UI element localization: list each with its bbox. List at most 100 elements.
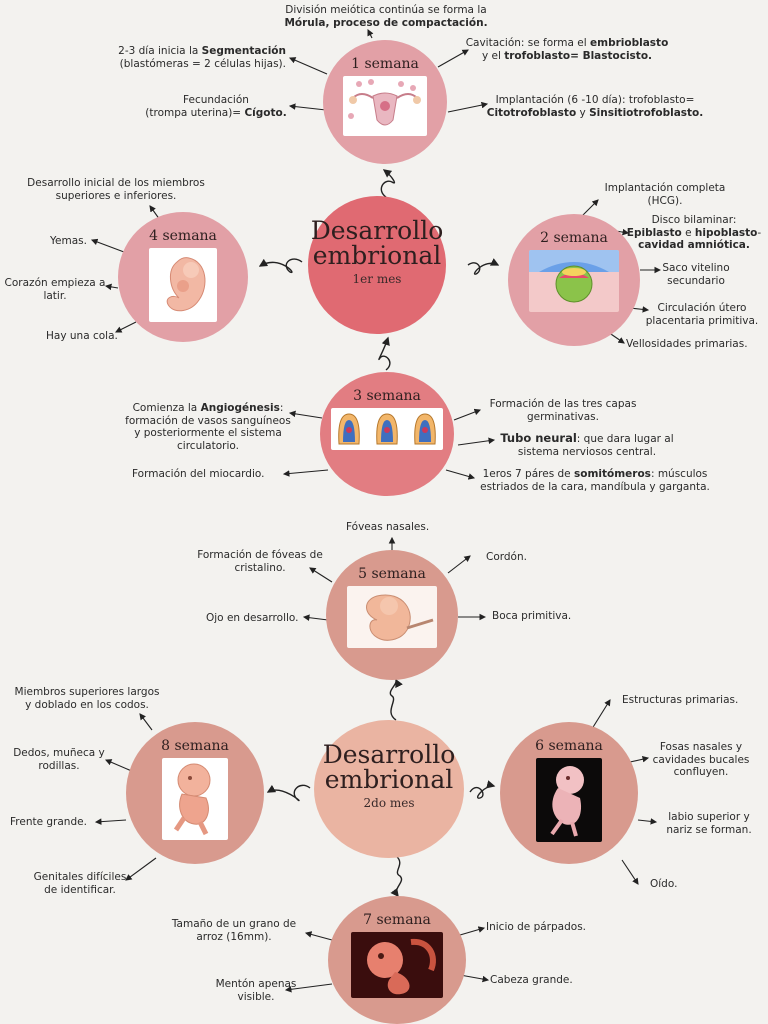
note-oido-text: Oído. [650,878,678,890]
note-som-b: somitómeros [573,468,651,480]
week-7-circle: 7 semana [328,896,466,1024]
note-labio-b: nariz se forman. [666,823,752,836]
note-saco-vitelino: Saco vitelino secundario [648,262,744,287]
note-som-d: estriados de la cara, mandíbula y gargan… [480,480,710,493]
note-seg-bold: Segmentación [201,45,286,57]
note-vellosidades: Vellosidades primarias. [626,338,748,351]
uterus-illustration [343,76,427,136]
note-imp-text: Implantación (6 -10 día): trofoblasto= [495,94,695,106]
note-miembros-4: Desarrollo inicial de los miembros super… [10,177,222,202]
note-morula: División meiótica continúa se forma la M… [280,4,492,29]
note-frente: Frente grande. [10,816,87,829]
note-fec-text: Fecundación [183,94,249,106]
note-parp: Inicio de párpados. [486,921,586,933]
note-somitomeros: 1eros 7 páres de somitómeros: músculos e… [470,468,720,493]
note-cola-text: Hay una cola. [46,330,118,342]
week-8-circle: 8 semana [126,722,264,864]
note-capas-b: germinativas. [527,410,599,423]
note-tubo-neural: Tubo neural: que dara lugar al sistema n… [490,432,684,458]
week-3-circle: 3 semana [320,372,454,496]
note-dedos-b: rodillas. [38,759,80,772]
note-disc-c: e [681,226,695,239]
note-ang-e: y posteriormente el sistema [134,427,282,439]
week-1-title: 1 semana [351,56,419,72]
week-4-circle: 4 semana [118,212,248,342]
note-cavitacion: Cavitación: se forma el embrioblasto y e… [464,37,670,62]
month-1-center-circle: Desarrollo embrional 1er mes [308,196,446,334]
note-fosas-b: cavidades bucales [652,753,750,766]
note-estr: Estructuras primarias. [622,694,739,706]
embryo-7-illustration [351,932,443,998]
note-cav-text2: y el [481,49,505,62]
note-seg-text: 2-3 día inicia la [118,45,202,57]
note-cristalino: Formación de fóveas de cristalino. [188,549,332,574]
week-2-circle: 2 semana [508,214,640,346]
note-labio: labio superior y nariz se forman. [656,811,762,836]
week-4-title: 4 semana [149,228,217,244]
note-tubo-c: sistema nerviosos central. [517,445,657,458]
embryo-5-illustration [347,586,437,648]
note-miem4-b: superiores e inferiores. [55,189,177,202]
note-ang-c: : [279,402,284,414]
note-circ-a: Circulación útero [657,302,747,314]
note-fec-bold: Cígoto. [244,106,287,119]
note-circulacion: Circulación útero placentaria primitiva. [640,302,764,327]
note-som-a: 1eros 7 páres de [482,468,574,480]
note-ang-a: Comienza la [132,402,201,414]
month-2-subtitle: 2do mes [363,796,415,810]
week-2-title: 2 semana [540,230,608,246]
note-ment-b: visible. [237,990,275,1003]
note-yemas: Yemas. [50,235,87,248]
note-fecundacion: Fecundación (trompa uterina)= Cígoto. [140,94,292,119]
note-miembros-8: Miembros superiores largos y doblado en … [4,686,170,711]
note-ang-f: circulatorio. [177,439,239,452]
implantation-illustration [529,250,619,312]
note-morula-bold: Mórula, proceso de compactación. [284,16,488,29]
note-frente-text: Frente grande. [10,816,87,828]
note-capas: Formación de las tres capas germinativas… [478,398,648,423]
note-miem8-b: y doblado en los codos. [25,698,149,711]
note-crist-b: cristalino. [234,561,286,574]
note-imp-bold1: Citotrofoblasto [486,106,577,119]
note-disc-b: Epiblasto [626,226,682,239]
embryo-6-illustration [536,758,602,842]
month-2-center-circle: Desarrollo embrional 2do mes [314,720,464,858]
note-cav-bold1: embrioblasto [590,37,669,49]
note-menton: Mentón apenas visible. [196,978,316,1003]
embryo-8-illustration [162,758,228,840]
note-cabeza: Cabeza grande. [490,974,573,987]
note-imp-text2: y [576,106,590,119]
note-boca-text: Boca primitiva. [492,610,572,622]
note-boca: Boca primitiva. [492,610,571,623]
note-cordon-text: Cordón. [486,551,527,563]
note-parpados: Inicio de párpados. [486,921,586,934]
note-gen-b: de identificar. [44,883,116,896]
month-1-subtitle: 1er mes [352,272,402,286]
note-tamano: Tamaño de un grano de arroz (16mm). [156,918,312,943]
note-cola: Hay una cola. [46,330,118,343]
note-hcg-a: Implantación completa [604,182,726,194]
note-seg-detail: (blastómeras = 2 células hijas). [119,57,286,70]
month-1-title: Desarrollo embrional [310,216,444,270]
note-tam-a: Tamaño de un grano de [171,918,297,930]
note-tam-b: arroz (16mm). [196,930,272,943]
note-dedos: Dedos, muñeca y rodillas. [6,747,112,772]
week-7-title: 7 semana [363,912,431,928]
week-5-title: 5 semana [358,566,426,582]
note-ang-b: Angiogénesis [200,402,280,414]
week-5-circle: 5 semana [326,550,458,680]
note-ang-d: formación de vasos sanguíneos [125,414,291,427]
note-implantacion: Implantación (6 -10 día): trofoblasto= C… [480,94,710,119]
note-saco-a: Saco vitelino [662,262,730,274]
note-fosas-a: Fosas nasales y [659,741,743,753]
note-saco-b: secundario [667,274,725,287]
note-circ-b: placentaria primitiva. [645,314,759,327]
note-ojo-text: Ojo en desarrollo. [206,612,299,624]
note-morula-text: División meiótica continúa se forma la [285,4,487,16]
note-miocardio: Formación del miocardio. [132,468,264,481]
note-ojo: Ojo en desarrollo. [206,612,298,625]
note-estructuras: Estructuras primarias. [622,694,738,707]
week-6-circle: 6 semana [500,722,638,864]
note-vell: Vellosidades primarias. [626,338,748,350]
